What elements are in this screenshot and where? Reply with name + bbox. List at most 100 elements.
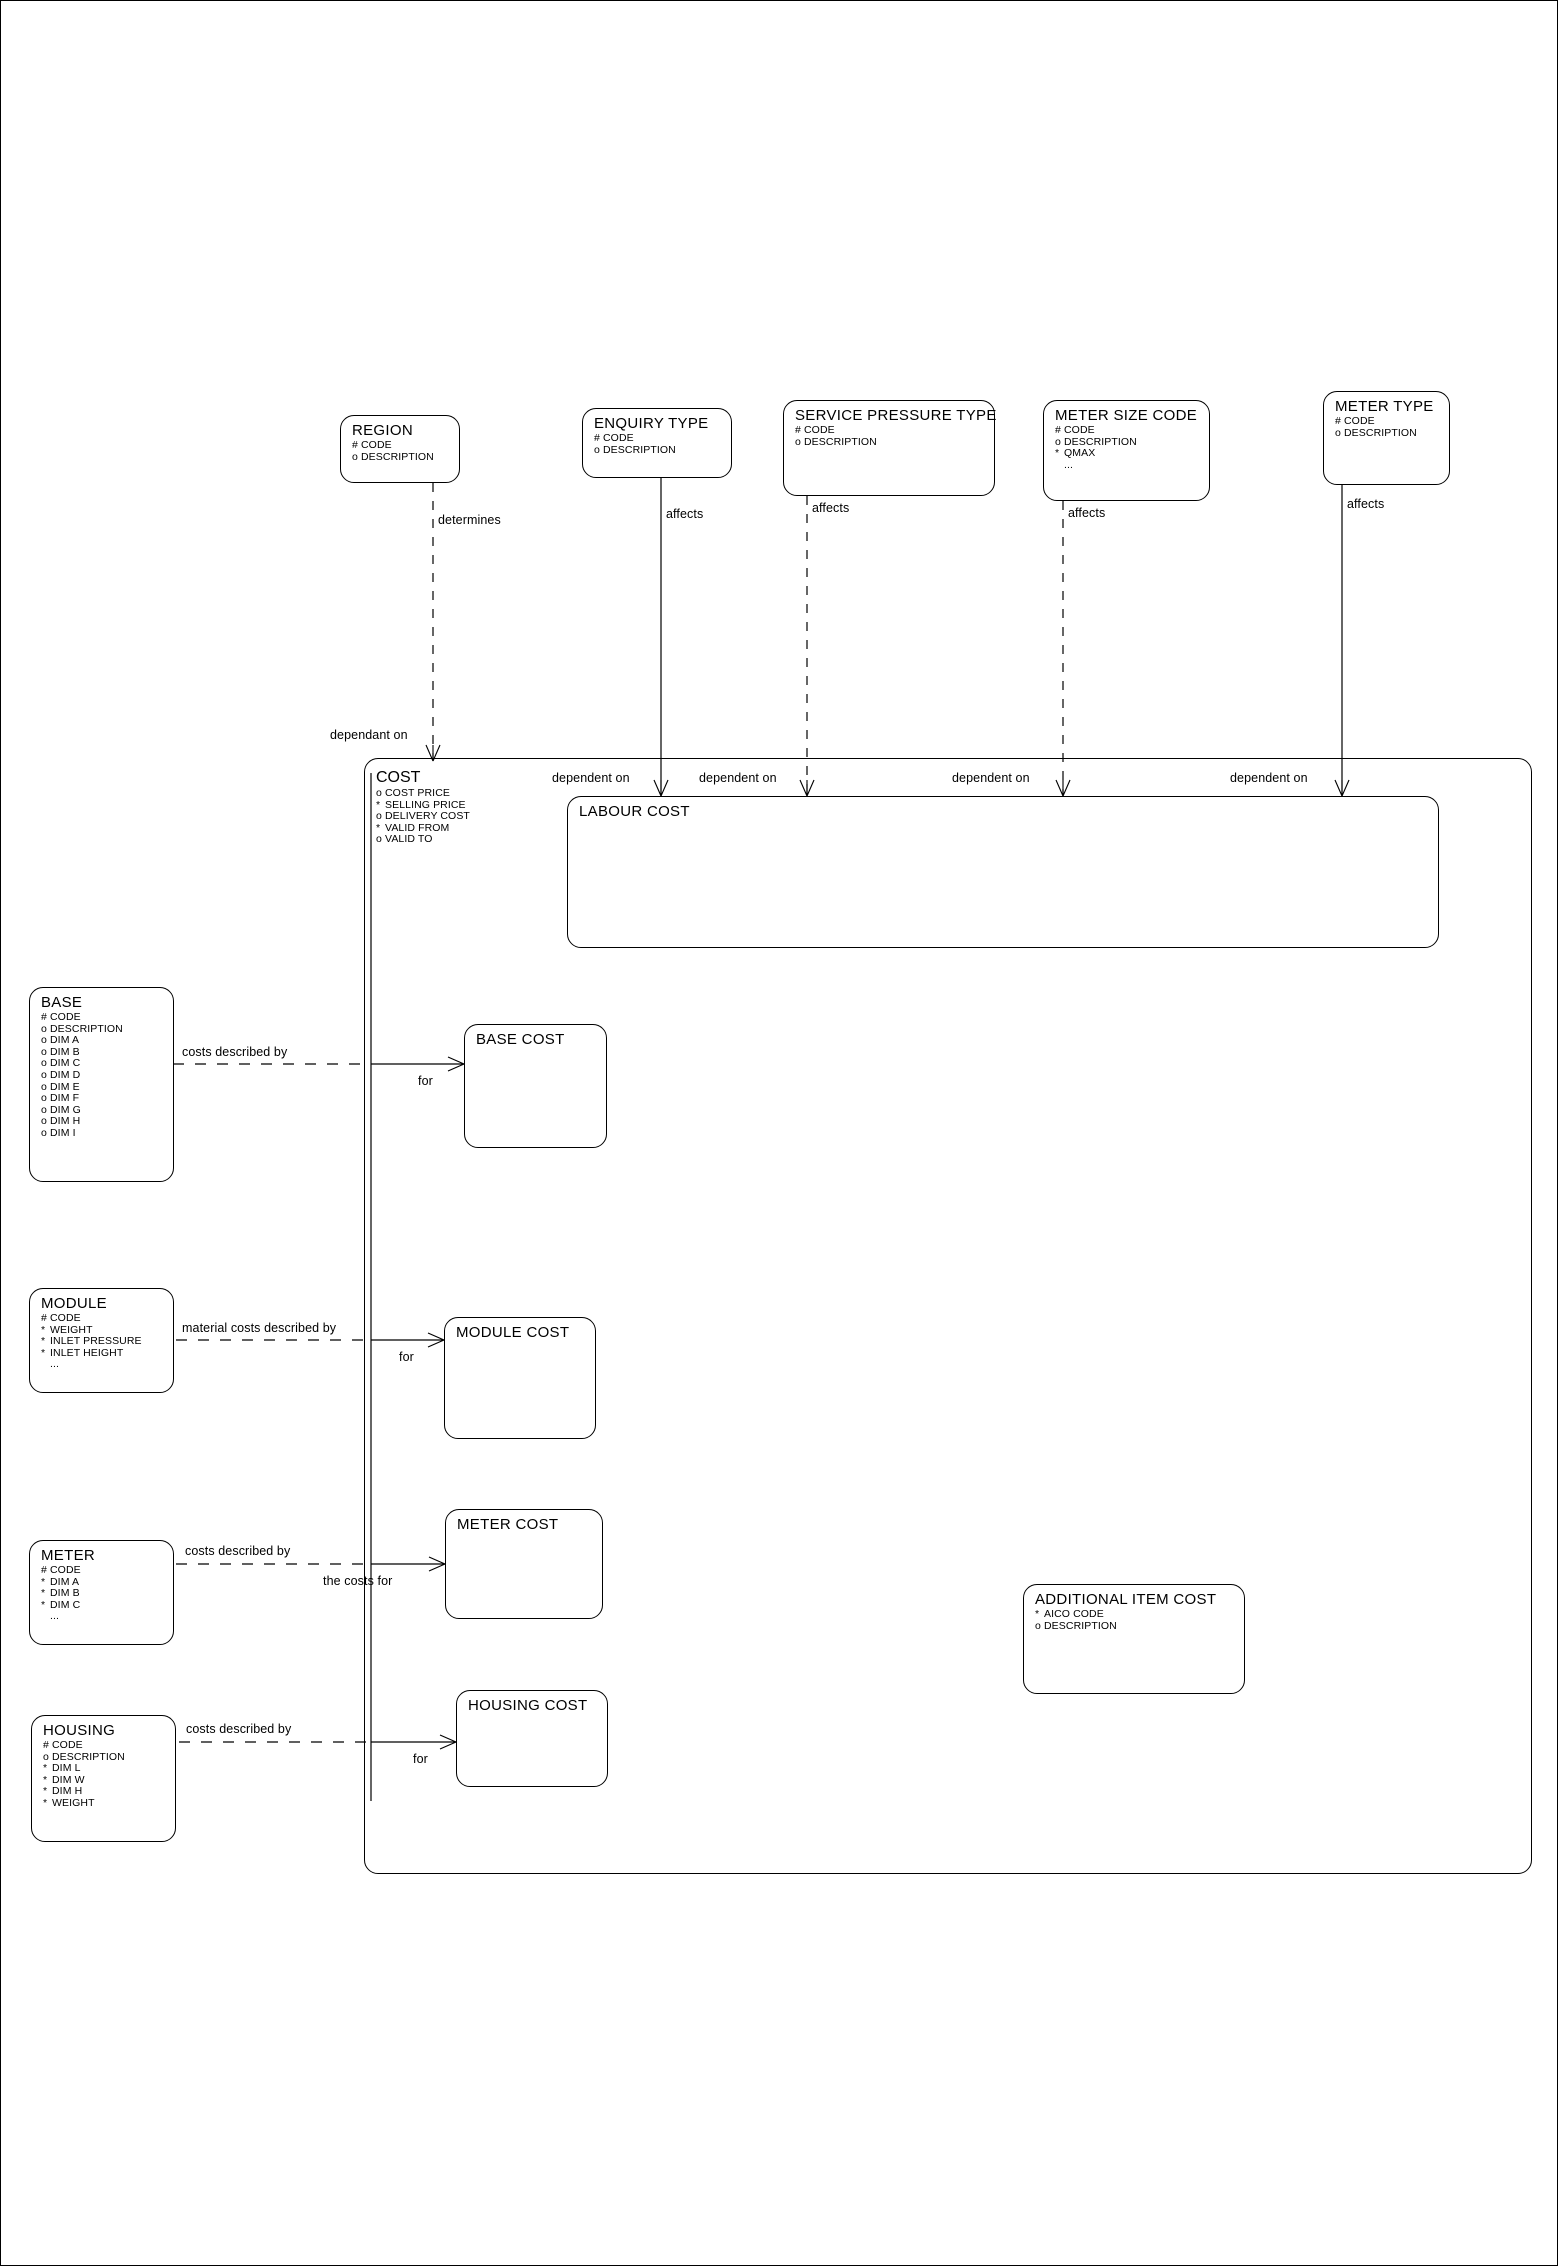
entity-module-cost[interactable]: MODULE COST bbox=[444, 1317, 596, 1439]
attribute-label: DESCRIPTION bbox=[50, 1022, 123, 1035]
attribute-row: *DIM A bbox=[41, 1575, 164, 1589]
attribute-marker: * bbox=[1035, 1608, 1040, 1620]
attribute-label: WEIGHT bbox=[52, 1796, 95, 1809]
attribute-label: ... bbox=[50, 1358, 60, 1371]
entity-base-cost-name: BASE COST bbox=[476, 1031, 565, 1048]
attribute-row: *INLET HEIGHT bbox=[41, 1346, 164, 1360]
attribute-row: *DIM L bbox=[43, 1762, 166, 1775]
attribute-row: #CODE bbox=[795, 424, 985, 437]
entity-module-attributes: #CODE *WEIGHT *INLET PRESSURE *INLET HEI… bbox=[41, 1312, 164, 1371]
attribute-label: CODE bbox=[1344, 415, 1375, 427]
attribute-label: CODE bbox=[361, 439, 392, 451]
entity-housing-cost-name: HOUSING COST bbox=[468, 1697, 588, 1714]
attribute-label: DELIVERY COST bbox=[385, 810, 470, 823]
entity-meter-cost[interactable]: METER COST bbox=[445, 1509, 603, 1619]
entity-module[interactable]: MODULE #CODE *WEIGHT *INLET PRESSURE *IN… bbox=[29, 1288, 174, 1393]
entity-housing-cost[interactable]: HOUSING COST bbox=[456, 1690, 608, 1787]
attribute-row: #CODE bbox=[1335, 415, 1440, 428]
entity-meter[interactable]: METER #CODE *DIM A *DIM B *DIM C ... bbox=[29, 1540, 174, 1645]
attribute-marker: # bbox=[43, 1739, 49, 1751]
rel-label-housing-costs-described-by: costs described by bbox=[186, 1722, 292, 1736]
attribute-row: *DIM H bbox=[43, 1786, 166, 1798]
attribute-label: DIM H bbox=[52, 1785, 83, 1798]
attribute-label: VALID TO bbox=[385, 833, 433, 846]
attribute-row: ... bbox=[41, 1359, 164, 1371]
attribute-label: DESCRIPTION bbox=[1064, 435, 1137, 448]
rel-label-housing-cost-for: for bbox=[413, 1752, 428, 1766]
attribute-marker: # bbox=[41, 1564, 47, 1576]
attribute-label: CODE bbox=[603, 432, 634, 444]
attribute-label: DIM A bbox=[50, 1575, 80, 1588]
attribute-label: DESCRIPTION bbox=[361, 450, 434, 463]
attribute-row: *WEIGHT bbox=[43, 1796, 166, 1810]
attribute-label: INLET HEIGHT bbox=[50, 1346, 124, 1359]
attribute-label: COST PRICE bbox=[385, 787, 450, 799]
entity-meter-attributes: #CODE *DIM A *DIM B *DIM C ... bbox=[41, 1564, 164, 1623]
crowsfoot-meter-size-labour bbox=[1055, 779, 1071, 797]
attribute-label: DIM C bbox=[50, 1057, 81, 1070]
attribute-marker: o bbox=[376, 787, 382, 799]
attribute-row: *WEIGHT bbox=[41, 1323, 164, 1337]
attribute-label: SELLING PRICE bbox=[385, 798, 466, 811]
entity-meter-type-name: METER TYPE bbox=[1335, 398, 1434, 415]
attribute-label: QMAX bbox=[1064, 447, 1096, 460]
attribute-marker: o bbox=[41, 1092, 47, 1105]
attribute-label: DIM I bbox=[50, 1126, 76, 1139]
attribute-label: DESCRIPTION bbox=[1044, 1619, 1117, 1632]
entity-module-name: MODULE bbox=[41, 1295, 107, 1312]
attribute-label: DESCRIPTION bbox=[1344, 426, 1417, 439]
crowsfoot-base-cost bbox=[447, 1056, 465, 1072]
attribute-label: DIM B bbox=[50, 1587, 80, 1600]
rel-label-meter-type-affects: affects bbox=[1347, 497, 1385, 511]
rel-label-dependent-on-service-pressure: dependent on bbox=[699, 771, 777, 785]
rel-label-enquiry-affects: affects bbox=[666, 507, 704, 521]
attribute-label: DESCRIPTION bbox=[804, 435, 877, 448]
attribute-marker: o bbox=[41, 1080, 47, 1093]
attribute-row: #CODE bbox=[41, 1312, 164, 1325]
entity-enquiry-type-name: ENQUIRY TYPE bbox=[594, 415, 709, 432]
attribute-marker: # bbox=[41, 1011, 47, 1023]
entity-labour-cost-name: LABOUR COST bbox=[579, 803, 690, 820]
attribute-row: #CODE bbox=[43, 1739, 166, 1752]
attribute-label: VALID FROM bbox=[385, 821, 450, 834]
attribute-marker: * bbox=[41, 1598, 46, 1611]
entity-base-name: BASE bbox=[41, 994, 83, 1011]
attribute-marker: o bbox=[795, 435, 801, 448]
entity-base-cost[interactable]: BASE COST bbox=[464, 1024, 607, 1148]
entity-meter-size-code-name: METER SIZE CODE bbox=[1055, 407, 1198, 424]
entity-module-cost-name: MODULE COST bbox=[456, 1324, 570, 1341]
attribute-row: #CODE bbox=[41, 1564, 164, 1577]
crowsfoot-meter-cost bbox=[428, 1556, 446, 1572]
attribute-label: CODE bbox=[52, 1739, 83, 1751]
entity-cost[interactable] bbox=[364, 758, 1532, 1874]
attribute-label: CODE bbox=[50, 1011, 81, 1023]
attribute-marker: * bbox=[41, 1323, 46, 1336]
attribute-marker: # bbox=[795, 424, 801, 436]
attribute-marker: o bbox=[41, 1057, 47, 1070]
rel-label-meter-costs-described-by: costs described by bbox=[185, 1544, 291, 1558]
attribute-marker: o bbox=[1055, 435, 1061, 448]
entity-labour-cost[interactable]: LABOUR COST bbox=[567, 796, 1439, 948]
